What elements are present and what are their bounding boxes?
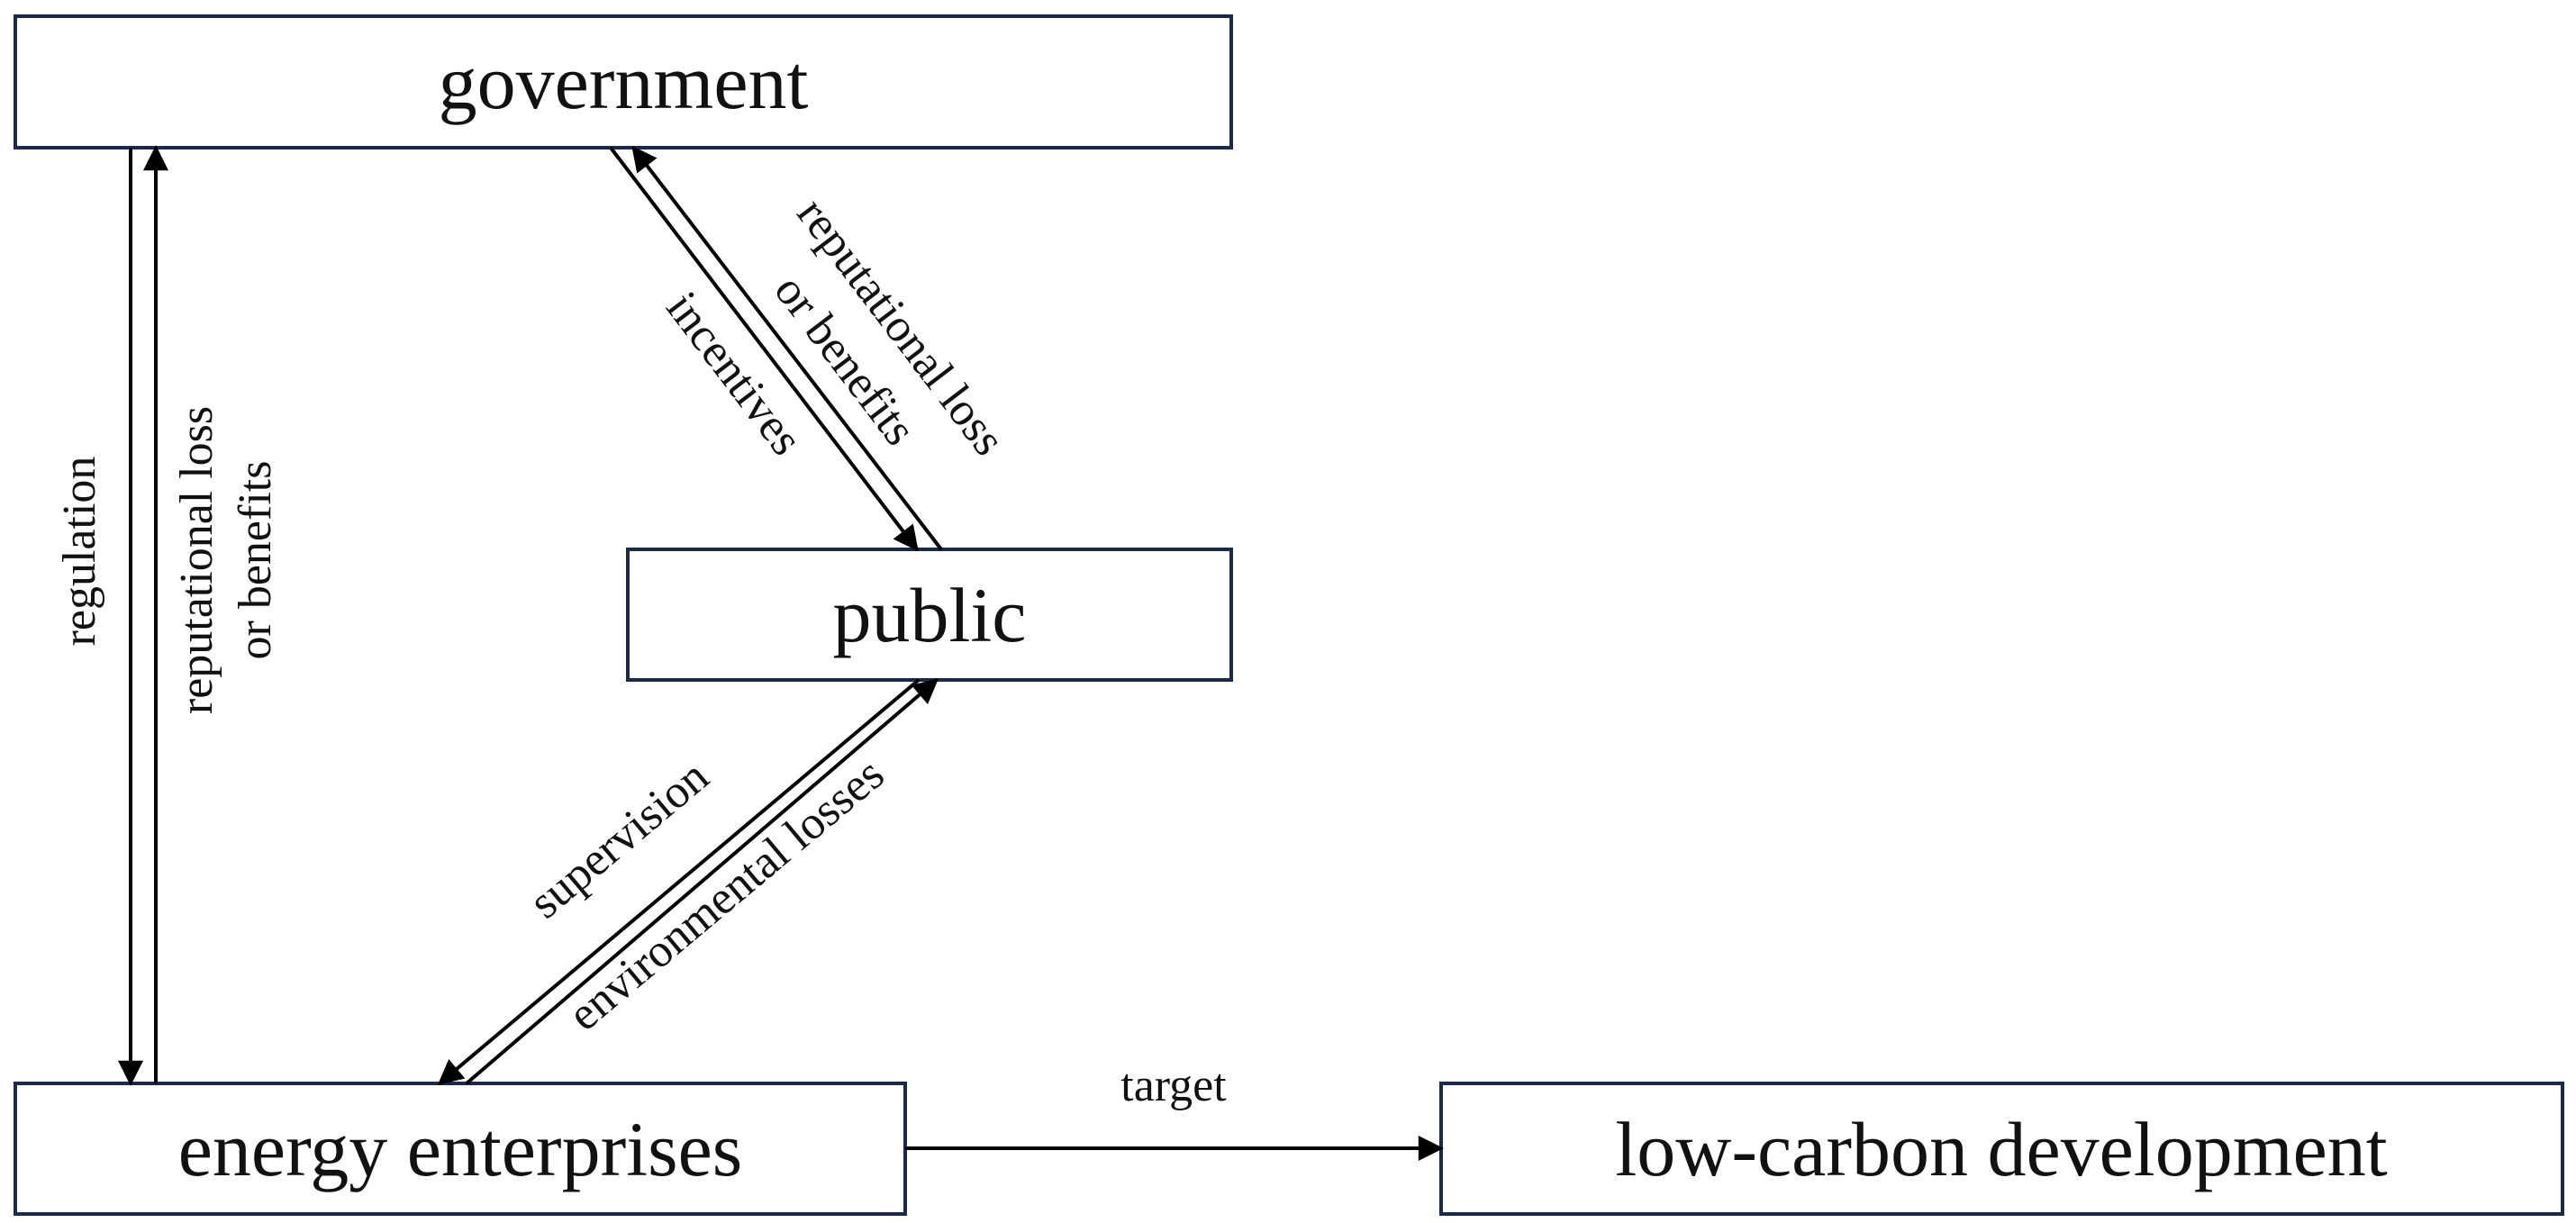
environmental-losses-label: environmental losses	[558, 748, 893, 1041]
low-carbon-development-node: low-carbon development	[1439, 1082, 2564, 1216]
government-label: government	[439, 39, 809, 125]
supervision-arrow	[437, 678, 921, 1085]
or-benefits-label-enterprise: or benefits	[230, 461, 281, 660]
target-label: target	[1120, 1060, 1227, 1111]
reputational-feedback-arrow-public	[631, 145, 943, 551]
environmental-losses-arrow	[465, 678, 939, 1085]
public-node: public	[626, 548, 1233, 682]
regulation-label: regulation	[54, 457, 105, 647]
incentives-arrow	[609, 146, 919, 552]
energy-enterprises-label: energy enterprises	[178, 1106, 742, 1192]
public-label: public	[833, 572, 1027, 658]
low-carbon-development-label: low-carbon development	[1615, 1106, 2387, 1192]
government-node: government	[14, 14, 1233, 149]
reputational-loss-label-enterprise: reputational loss	[171, 406, 222, 714]
energy-enterprises-node: energy enterprises	[14, 1082, 907, 1216]
